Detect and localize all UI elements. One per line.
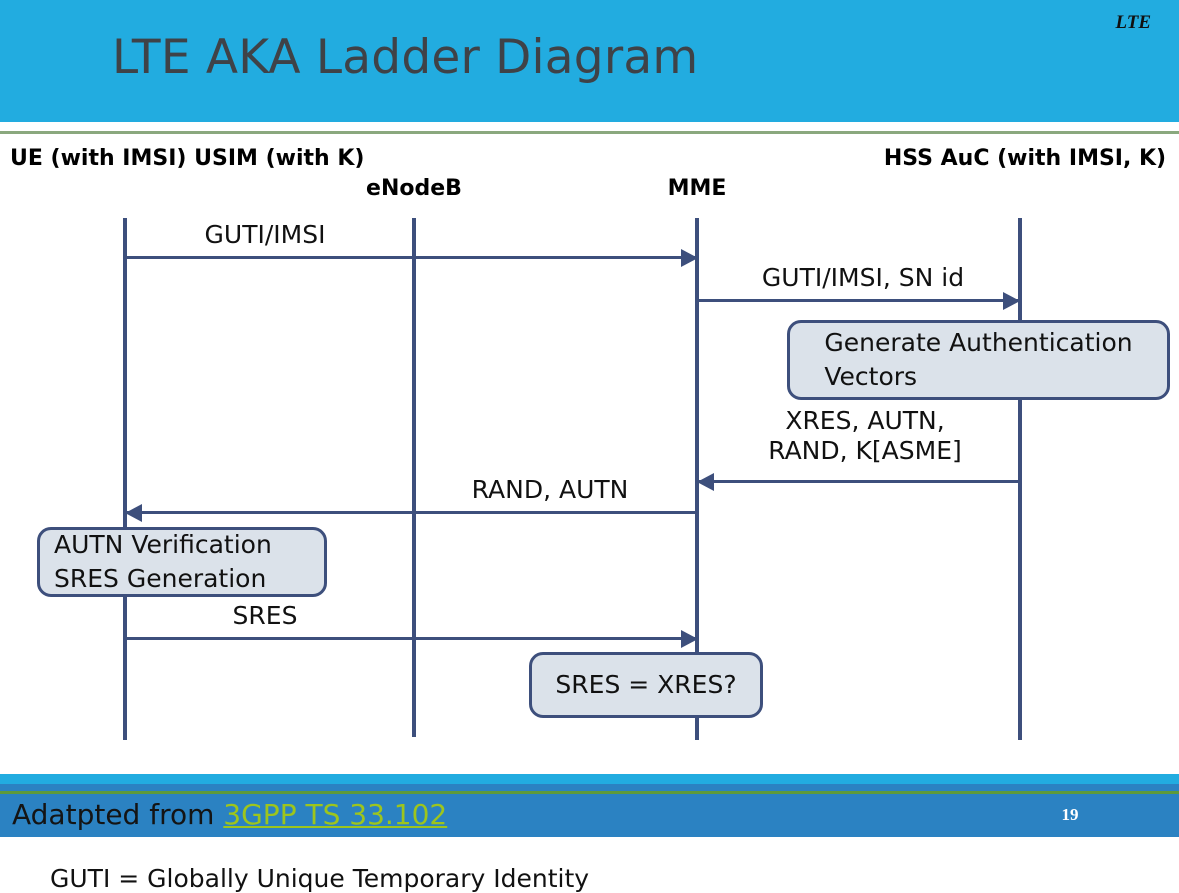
message-label-guti-imsi-sn-id: GUTI/IMSI, SN id bbox=[761, 263, 965, 292]
message-line-xres-autn bbox=[697, 480, 1020, 483]
process-box-generate-auth-vectors: Generate Authentication Vectors bbox=[787, 320, 1170, 400]
arrow-head-sres bbox=[681, 630, 698, 648]
arrow-head-guti-imsi bbox=[681, 249, 698, 267]
footer-upper-strip bbox=[0, 784, 1179, 791]
footer-divider bbox=[0, 791, 1179, 794]
footer-accent-strip bbox=[0, 774, 1179, 784]
footer-credit-prefix: Adatpted from bbox=[12, 798, 224, 831]
source-link[interactable]: 3GPP TS 33.102 bbox=[223, 798, 448, 831]
arrow-head-guti-imsi-sn-id bbox=[1003, 292, 1020, 310]
arrow-head-rand-autn bbox=[125, 504, 142, 522]
message-line-rand-autn bbox=[125, 511, 697, 514]
message-line-sres bbox=[125, 637, 697, 640]
message-line-guti-imsi-sn-id bbox=[697, 299, 1020, 302]
arrow-head-xres-autn bbox=[697, 473, 714, 491]
actor-label-enodeb: eNodeB bbox=[366, 176, 462, 201]
footer-credit: Adatpted from 3GPP TS 33.102 bbox=[12, 798, 447, 831]
actor-label-ue: UE (with IMSI) USIM (with K) bbox=[10, 146, 365, 171]
ladder-diagram: UE (with IMSI) USIM (with K) eNodeB MME … bbox=[0, 134, 1179, 893]
process-box-sres-equals-xres: SRES = XRES? bbox=[529, 652, 763, 718]
message-label-sres: SRES bbox=[232, 601, 298, 630]
lifeline-enodeb bbox=[412, 218, 416, 737]
header-divider bbox=[0, 131, 1179, 134]
message-line-guti-imsi bbox=[125, 256, 697, 259]
actor-label-mme: MME bbox=[667, 176, 727, 201]
lifeline-ue bbox=[123, 218, 127, 740]
lifeline-hss bbox=[1018, 218, 1022, 740]
page-number: 19 bbox=[1061, 805, 1079, 824]
message-label-xres-autn: XRES, AUTN, RAND, K[ASME] bbox=[768, 406, 962, 465]
message-label-rand-autn: RAND, AUTN bbox=[471, 475, 629, 504]
process-box-autn-verification: AUTN Verification SRES Generation bbox=[37, 527, 327, 597]
slide-header-bar bbox=[0, 0, 1179, 122]
legend-note: GUTI = Globally Unique Temporary Identit… bbox=[50, 864, 590, 893]
message-label-guti-imsi: GUTI/IMSI bbox=[204, 220, 326, 249]
lte-badge: LTE bbox=[1115, 12, 1151, 33]
actor-label-hss: HSS AuC (with IMSI, K) bbox=[883, 146, 1167, 171]
page-title: LTE AKA Ladder Diagram bbox=[112, 30, 699, 85]
footer-bar bbox=[0, 794, 1179, 837]
